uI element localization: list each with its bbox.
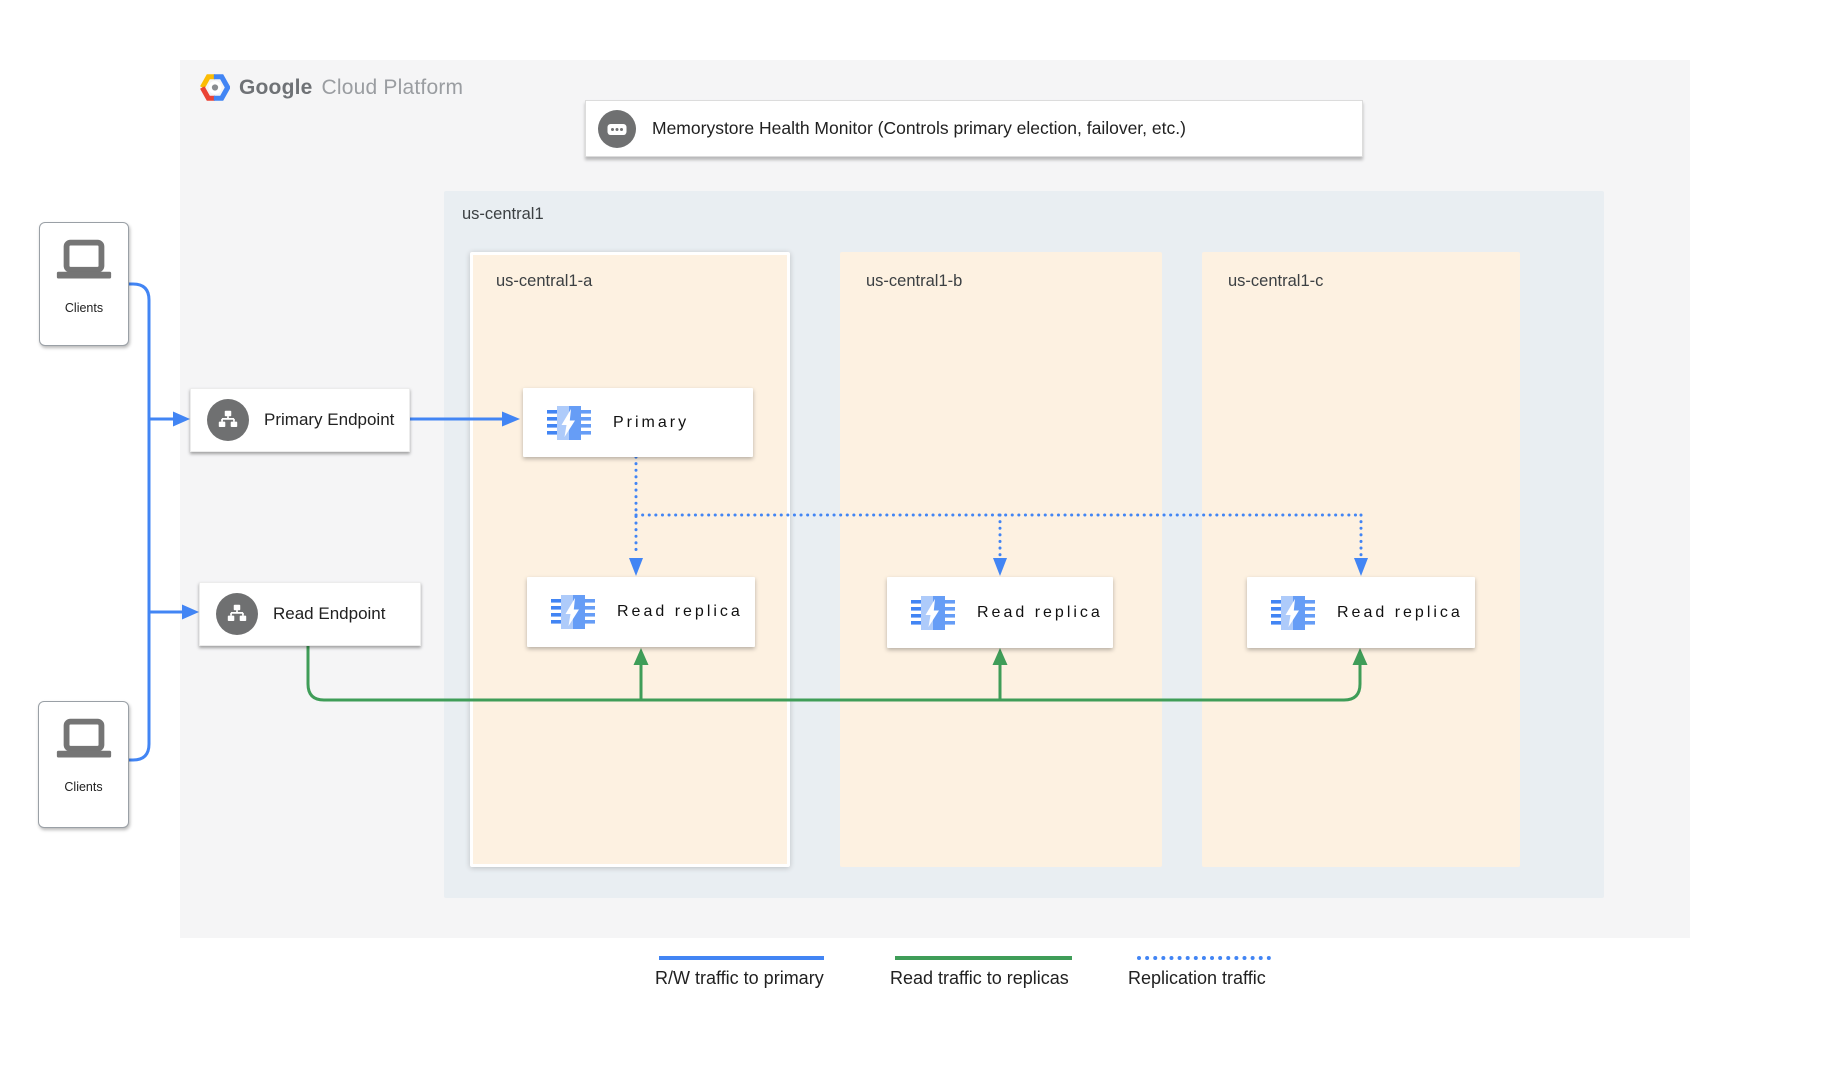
clients-box-bottom: Clients <box>38 701 129 828</box>
legend-label: R/W traffic to primary <box>655 968 824 988</box>
health-monitor-label: Memorystore Health Monitor (Controls pri… <box>652 118 1186 138</box>
zone-us-central1-c: us-central1-c <box>1202 252 1520 867</box>
network-endpoint-icon <box>216 593 258 635</box>
memorystore-icon <box>1271 595 1315 630</box>
gcp-panel: Google Cloud Platform Memorystore Health… <box>180 60 1690 938</box>
read-replica-a-box: Read replica <box>527 577 755 647</box>
primary-node-box: Primary <box>523 388 753 457</box>
zone-label: us-central1-a <box>496 272 593 290</box>
primary-node-label: Primary <box>613 413 690 431</box>
memorystore-icon <box>911 595 955 630</box>
memorystore-icon <box>547 405 591 440</box>
legend-item-replication-traffic: Replication traffic <box>1128 956 1271 989</box>
laptop-icon <box>56 718 111 758</box>
gcp-logo: Google Cloud Platform <box>200 74 463 101</box>
legend-line-blue-solid <box>659 956 824 960</box>
memorystore-icon <box>551 595 595 629</box>
read-replica-b-box: Read replica <box>887 577 1113 648</box>
brand-cloud-platform: Cloud Platform <box>321 75 464 99</box>
brand-google: Google <box>239 75 313 99</box>
clients-box-top: Clients <box>39 222 129 346</box>
zone-us-central1-b: us-central1-b <box>840 252 1162 867</box>
read-replica-c-box: Read replica <box>1247 577 1475 648</box>
read-replica-label: Read replica <box>1337 603 1463 621</box>
ellipsis-bubble-icon <box>598 109 636 148</box>
legend-line-blue-dotted <box>1137 956 1271 960</box>
legend-line-green-solid <box>895 956 1072 960</box>
read-endpoint-label: Read Endpoint <box>273 604 386 623</box>
region-label: us-central1 <box>462 205 544 223</box>
network-endpoint-icon <box>207 399 249 441</box>
read-endpoint-box: Read Endpoint <box>199 582 421 646</box>
legend-item-read-traffic: Read traffic to replicas <box>890 956 1072 989</box>
legend-label: Replication traffic <box>1128 968 1266 988</box>
primary-endpoint-label: Primary Endpoint <box>264 410 395 429</box>
region-us-central1: us-central1 us-central1-a us-central1-b … <box>444 191 1604 898</box>
laptop-icon <box>56 239 112 279</box>
legend-label: Read traffic to replicas <box>890 968 1069 988</box>
health-monitor-box: Memorystore Health Monitor (Controls pri… <box>585 100 1363 157</box>
legend-item-rw-traffic: R/W traffic to primary <box>655 956 824 989</box>
read-replica-label: Read replica <box>617 603 743 620</box>
clients-trunk-line <box>128 282 151 762</box>
clients-label: Clients <box>64 301 104 315</box>
primary-endpoint-box: Primary Endpoint <box>190 388 410 452</box>
gcp-hexagon-icon <box>200 74 230 101</box>
zone-us-central1-a: us-central1-a <box>470 252 790 867</box>
zone-label: us-central1-c <box>1228 272 1324 290</box>
clients-label: Clients <box>64 780 103 794</box>
read-replica-label: Read replica <box>977 603 1103 621</box>
zone-label: us-central1-b <box>866 272 963 290</box>
